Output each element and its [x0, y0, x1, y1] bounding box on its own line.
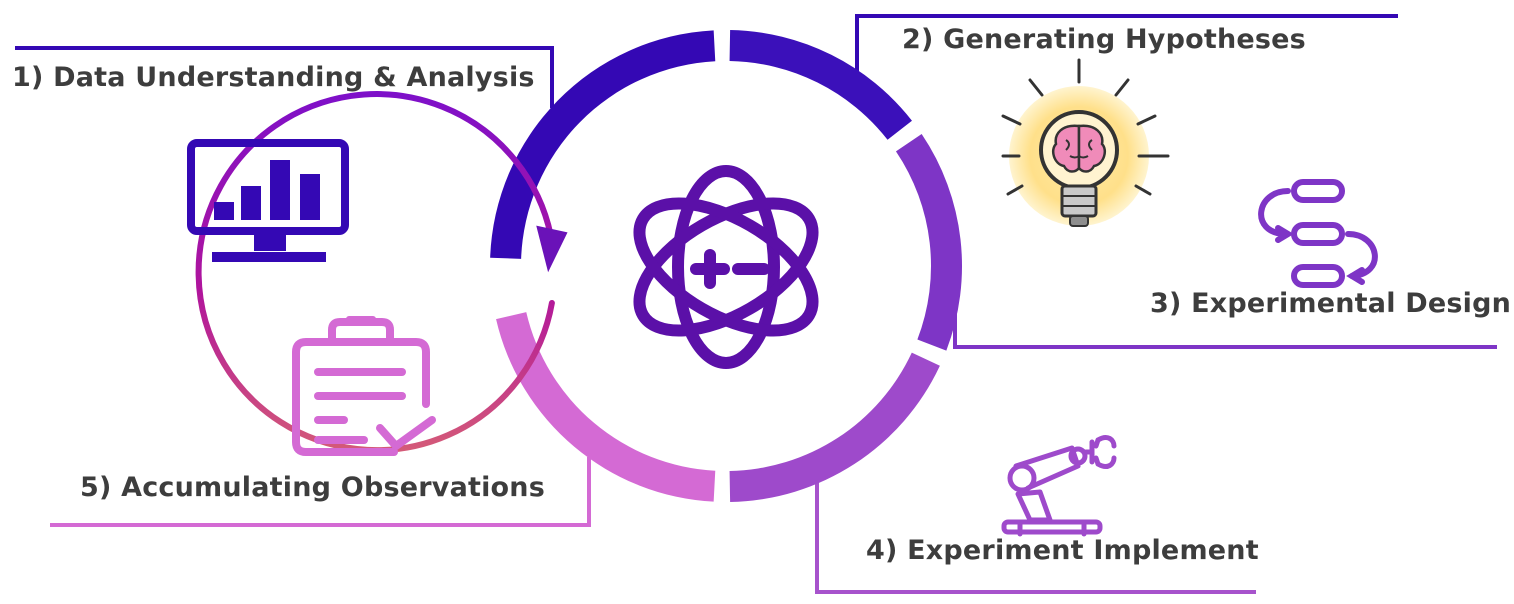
step-label-accumulating-observations: 5) Accumulating Observations: [80, 472, 545, 503]
step-label-experimental-design: 3) Experimental Design: [1150, 288, 1512, 319]
monitor-chart-icon: [187, 139, 349, 262]
inner-cycle-arc: [195, 91, 555, 454]
ring-segment-3: [895, 134, 962, 351]
connector-line-4: [815, 478, 1256, 594]
outer-ring: [490, 30, 962, 502]
step-label-data-understanding: 1) Data Understanding & Analysis: [12, 62, 535, 93]
lightbulb-brain-icon: [1001, 58, 1170, 227]
ring-segment-4: [729, 352, 940, 502]
connector-line-5: [50, 457, 591, 527]
step-label-generating-hypotheses: 2) Generating Hypotheses: [902, 24, 1306, 55]
cycle-arrowhead: [536, 225, 568, 273]
robot-arm-icon: [1001, 435, 1117, 537]
ring-segment-1: [490, 30, 716, 259]
atom-plus-minus-icon: [633, 165, 819, 369]
cycle-arrow: [195, 91, 568, 454]
connector-line-1: [15, 46, 554, 108]
step-label-experiment-implement: 4) Experiment Implement: [866, 535, 1259, 566]
ring-segment-5: [496, 312, 716, 502]
clipboard-check-icon: [292, 316, 436, 456]
ring-segment-2: [729, 30, 912, 140]
flow-loop-icon: [1258, 179, 1378, 288]
connector-line-2: [855, 14, 1398, 77]
